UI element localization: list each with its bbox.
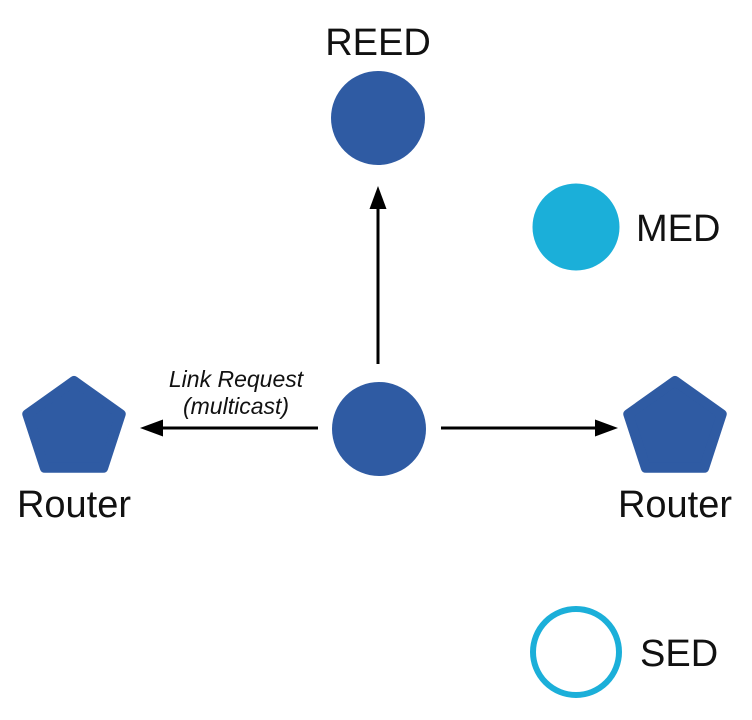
node-router-right: Router — [618, 376, 732, 526]
sender-node-circle — [332, 382, 426, 476]
reed-node-circle — [331, 71, 425, 165]
med-node-circle — [532, 183, 620, 271]
router-right-label: Router — [618, 484, 732, 526]
arrow-head-up-icon — [369, 186, 387, 209]
med-label: MED — [636, 208, 720, 250]
arrow-head-left-icon — [140, 419, 163, 437]
reed-label: REED — [325, 22, 431, 64]
arrow-head-right-icon — [595, 419, 618, 437]
annotation-line1: Link Request — [169, 366, 305, 392]
router-left-pentagon — [22, 376, 126, 473]
router-right-pentagon — [623, 376, 727, 473]
sed-label: SED — [640, 633, 718, 675]
node-med: MED — [532, 183, 720, 271]
node-router-left: Router — [17, 376, 131, 526]
multicast-arrows — [140, 186, 618, 437]
node-sender — [332, 382, 426, 476]
link-request-annotation: Link Request (multicast) — [169, 366, 305, 419]
node-reed: REED — [325, 22, 431, 165]
sed-node-circle — [530, 606, 622, 698]
router-left-label: Router — [17, 484, 131, 526]
node-sed: SED — [530, 606, 718, 698]
annotation-line2: (multicast) — [183, 393, 289, 419]
